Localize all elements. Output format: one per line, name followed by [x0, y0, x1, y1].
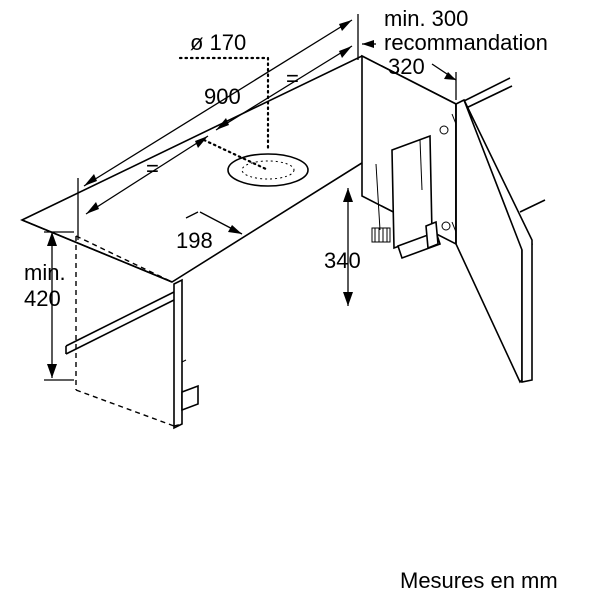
depth-dimension: [362, 40, 457, 100]
cabinet-door: [451, 98, 534, 384]
dim-198-label: 198: [176, 228, 213, 253]
hidden-outline: [75, 235, 183, 427]
recommandation-label: recommandation: [384, 30, 548, 55]
hood-body: [361, 54, 457, 260]
width-dimension: [77, 14, 359, 240]
offset-dimension: [185, 211, 243, 235]
diameter-leader: [178, 56, 270, 172]
exhaust-opening: [227, 153, 309, 187]
equal-label-left: =: [146, 156, 159, 181]
equal-label-right: =: [286, 66, 299, 91]
front-edge: [65, 289, 179, 355]
diameter-label: ø 170: [190, 30, 246, 55]
height-340-dimension: [343, 188, 353, 306]
height-420-dimension: [44, 231, 74, 381]
wall-line: [457, 77, 546, 213]
dim-320-label: 320: [388, 54, 425, 79]
dim-340-label: 340: [324, 248, 361, 273]
units-footer: Mesures en mm: [400, 568, 558, 593]
min-label: min.: [24, 260, 66, 285]
cabinet-side-panel: [173, 278, 199, 430]
dim-900-label: 900: [204, 84, 241, 109]
dim-420-label: 420: [24, 286, 61, 311]
min-300-label: min. 300: [384, 6, 468, 31]
